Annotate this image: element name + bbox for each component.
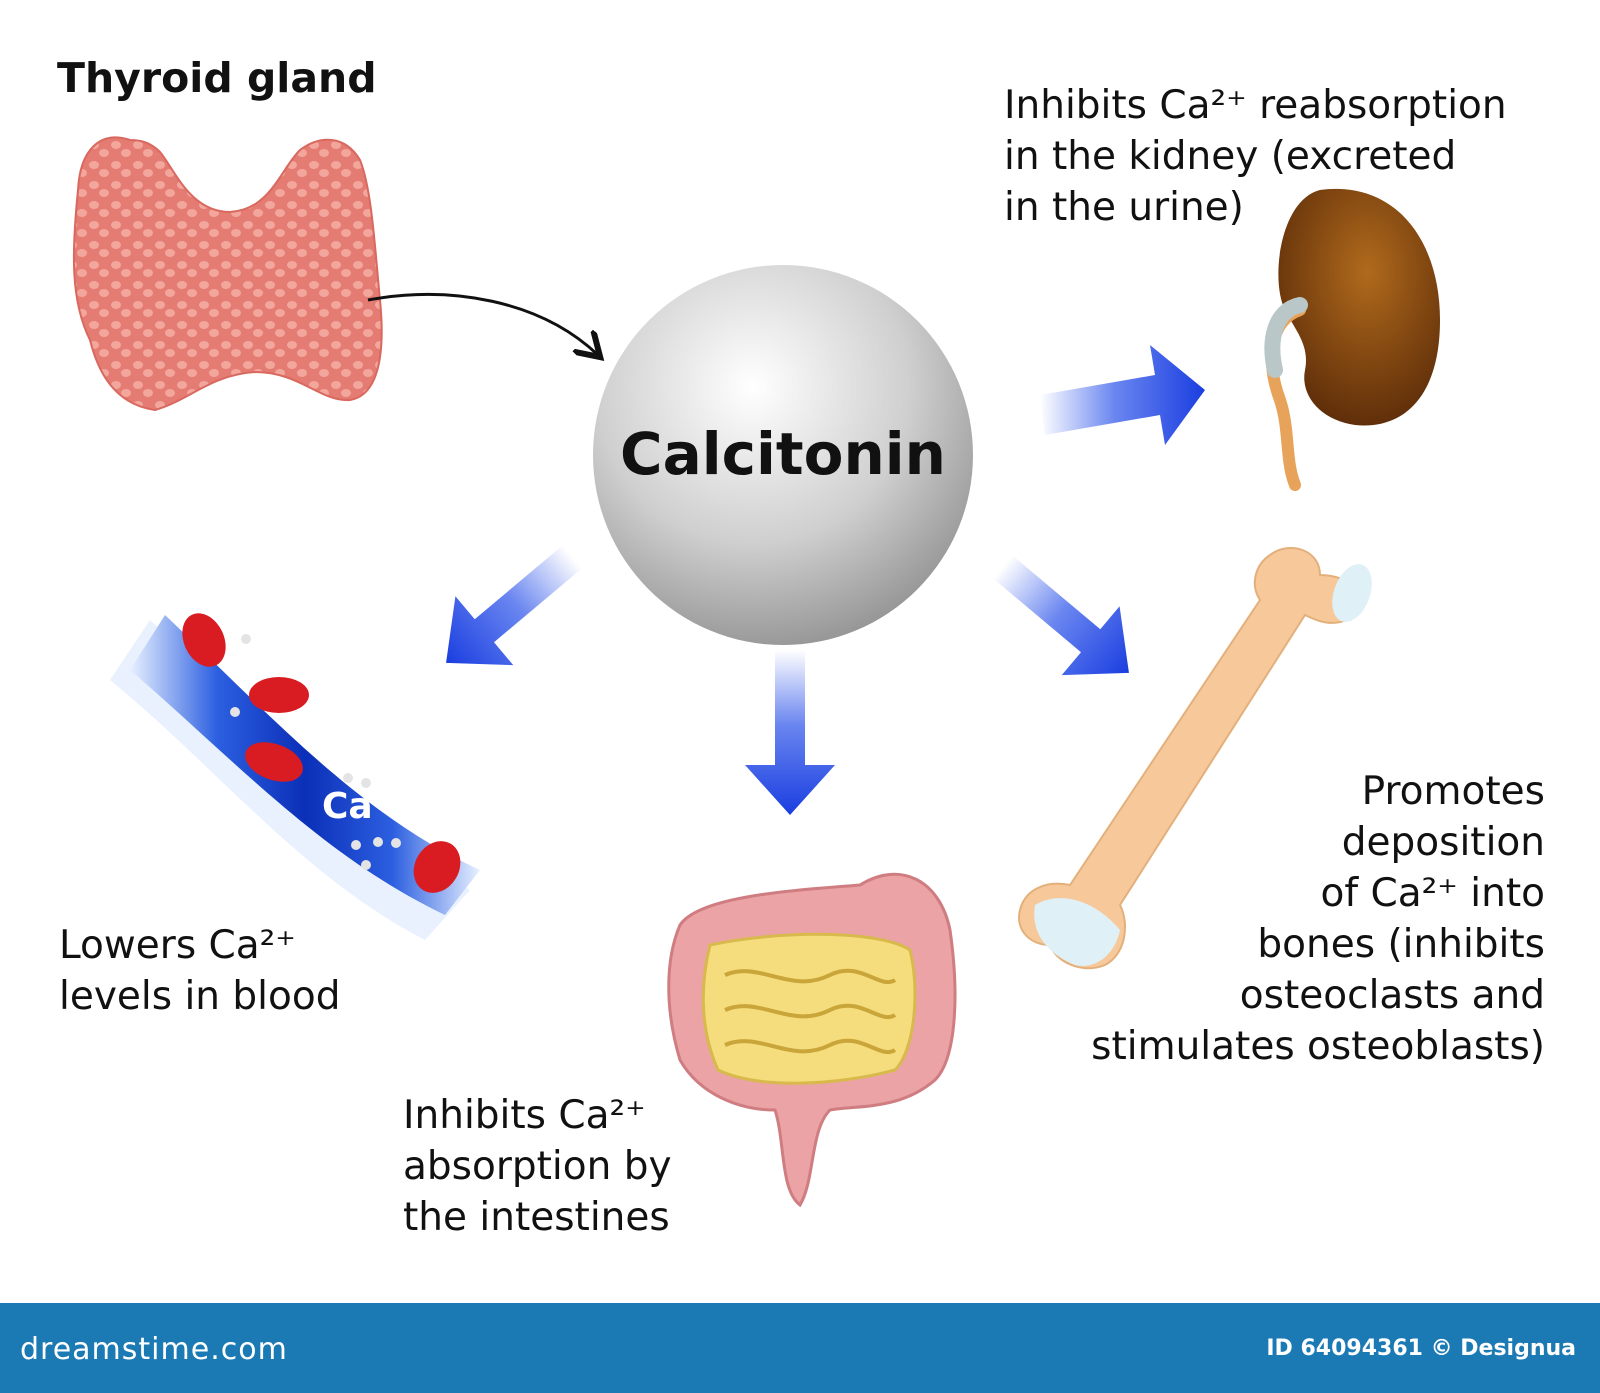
kidney-effect-line: Inhibits Ca²⁺ reabsorption bbox=[1004, 83, 1507, 128]
arrow-to-kidney bbox=[1040, 345, 1205, 445]
bone-icon bbox=[1018, 546, 1372, 970]
bone-effect-line: of Ca²⁺ into bbox=[1320, 871, 1545, 916]
blood-effect-line: Lowers Ca²⁺ bbox=[59, 923, 296, 968]
footer-image-id: ID 64094361 © Designua bbox=[1266, 1336, 1576, 1361]
bone-effect-line: Promotes bbox=[1361, 769, 1545, 814]
thyroid-to-calcitonin-arrow bbox=[367, 293, 598, 355]
arrow-to-bone bbox=[992, 555, 1129, 676]
footer-brand: dreamstime.com bbox=[20, 1332, 288, 1367]
bone-effect-label: Promotes deposition of Ca²⁺ into bones (… bbox=[1091, 766, 1545, 1072]
blood-effect-label: Lowers Ca²⁺ levels in blood bbox=[59, 920, 340, 1022]
footer-bar bbox=[0, 1303, 1600, 1393]
calcitonin-label: Calcitonin bbox=[620, 420, 946, 488]
kidney-effect-line: in the kidney (excreted bbox=[1004, 134, 1457, 179]
blood-effect-line: levels in blood bbox=[59, 974, 341, 1019]
intestine-effect-line: Inhibits Ca²⁺ bbox=[403, 1093, 646, 1138]
arrow-to-blood bbox=[446, 545, 583, 666]
kidney-icon bbox=[1264, 188, 1440, 491]
intestine-effect-line: absorption by bbox=[403, 1144, 672, 1189]
intestine-effect-line: the intestines bbox=[403, 1195, 670, 1240]
page-title: Thyroid gland bbox=[57, 54, 377, 102]
kidney-effect-label: Inhibits Ca²⁺ reabsorption in the kidney… bbox=[1004, 80, 1507, 233]
intestine-icon bbox=[667, 872, 957, 1208]
intestine-effect-label: Inhibits Ca²⁺ absorption by the intestin… bbox=[403, 1090, 672, 1243]
thyroid-gland-icon bbox=[72, 136, 383, 412]
bone-effect-line: bones (inhibits bbox=[1257, 922, 1545, 967]
arrow-to-intestine bbox=[745, 650, 835, 815]
bone-effect-line: stimulates osteoblasts) bbox=[1091, 1024, 1545, 1069]
vessel-calcium-label: Ca²⁺ bbox=[322, 786, 408, 827]
bone-effect-line: osteoclasts and bbox=[1239, 973, 1545, 1018]
blood-vessel-icon bbox=[110, 613, 480, 940]
calcitonin-sphere-icon bbox=[593, 265, 973, 645]
bone-effect-line: deposition bbox=[1341, 820, 1545, 865]
kidney-effect-line: in the urine) bbox=[1004, 185, 1244, 230]
